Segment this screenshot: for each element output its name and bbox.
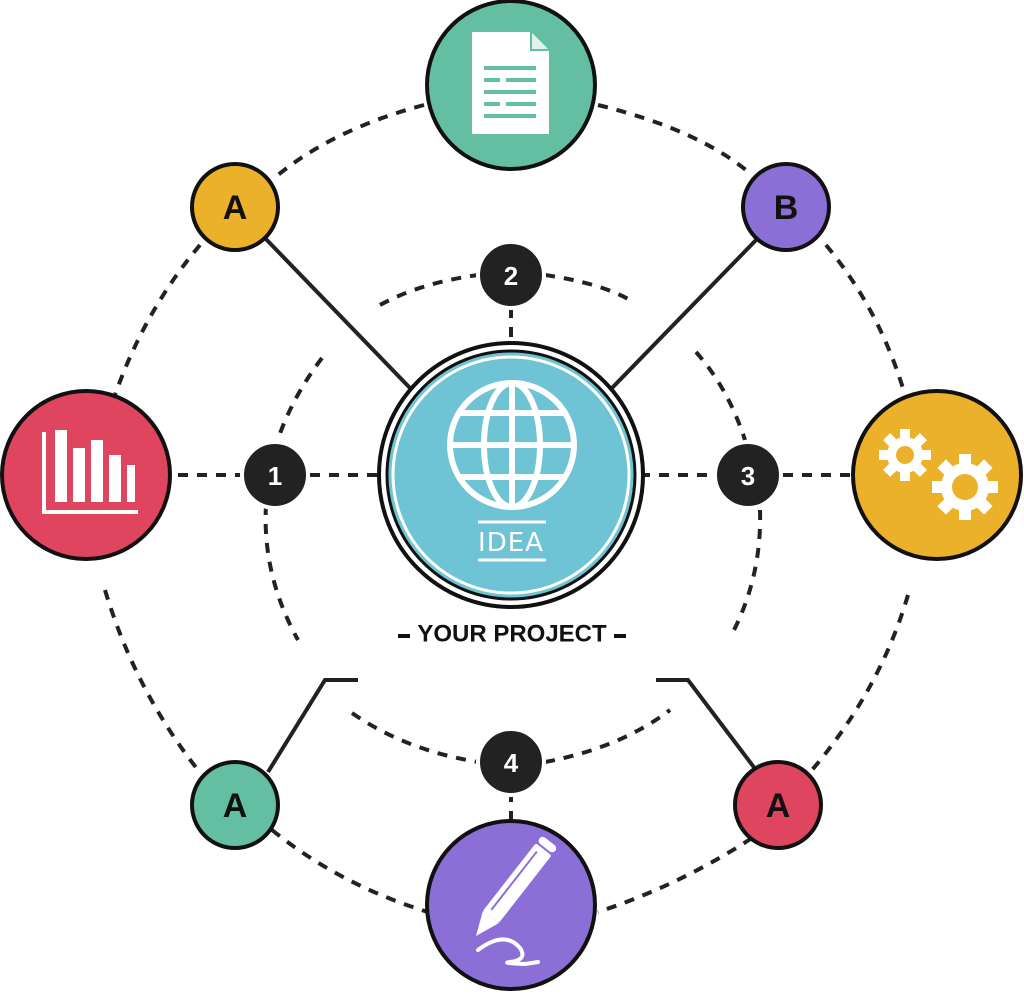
step-badge-1-text: 1 — [268, 461, 282, 491]
step-badge-3[interactable]: 3 — [713, 440, 783, 510]
letter-badge-top-left-text: A — [223, 189, 248, 227]
pen-icon — [475, 836, 557, 967]
node-left[interactable] — [0, 389, 172, 561]
project-caption: YOUR PROJECT — [398, 621, 626, 648]
step-badge-4[interactable]: 4 — [476, 727, 546, 797]
bar-chart-icon — [42, 430, 138, 514]
letter-badge-bottom-left[interactable]: A — [190, 760, 280, 850]
letter-badge-bottom-left-text: A — [223, 787, 248, 825]
letter-badge-top-right-text: B — [774, 189, 799, 227]
center-node[interactable]: IDEA — [377, 341, 645, 609]
step-badge-3-text: 3 — [741, 461, 755, 491]
node-right[interactable] — [851, 389, 1023, 561]
document-icon — [472, 32, 549, 134]
node-bottom[interactable] — [425, 819, 597, 991]
step-badge-2[interactable]: 2 — [476, 240, 546, 310]
solid-connectors — [260, 233, 760, 774]
letter-badge-top-right[interactable]: B — [741, 162, 831, 252]
globe-icon — [447, 380, 577, 510]
node-top[interactable] — [425, 0, 597, 171]
center-label: IDEA — [478, 528, 544, 558]
step-badge-2-text: 2 — [504, 261, 518, 291]
gears-icon — [879, 429, 998, 520]
letter-badge-bottom-right[interactable]: A — [733, 760, 823, 850]
letter-badge-top-left[interactable]: A — [190, 162, 280, 252]
outer-dashed-ring — [103, 103, 910, 914]
project-caption-text: YOUR PROJECT — [417, 621, 607, 648]
letter-badge-bottom-right-text: A — [766, 787, 791, 825]
step-badge-1[interactable]: 1 — [240, 440, 310, 510]
step-badge-4-text: 4 — [504, 748, 519, 778]
